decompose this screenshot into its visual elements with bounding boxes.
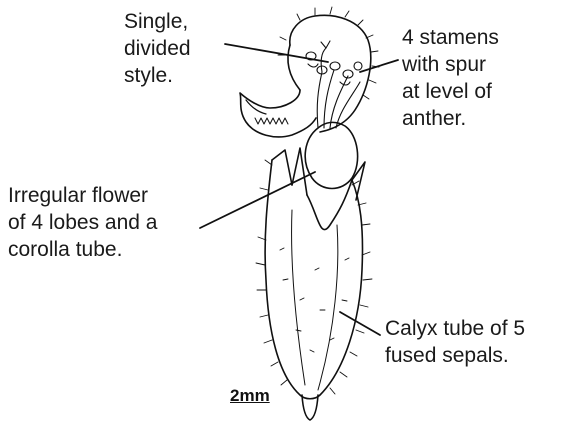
calyx-hairs (256, 160, 372, 394)
scale-bar-label: 2mm (230, 386, 270, 406)
corolla-hood (240, 15, 371, 188)
stamens-and-style (306, 41, 362, 128)
hood-hairs (278, 7, 379, 99)
label-stamens: 4 stamens with spur at level of anther. (402, 24, 499, 132)
label-style: Single, divided style. (124, 8, 191, 89)
label-flower: Irregular flower of 4 lobes and a coroll… (8, 182, 157, 263)
label-calyx: Calyx tube of 5 fused sepals. (385, 315, 525, 369)
